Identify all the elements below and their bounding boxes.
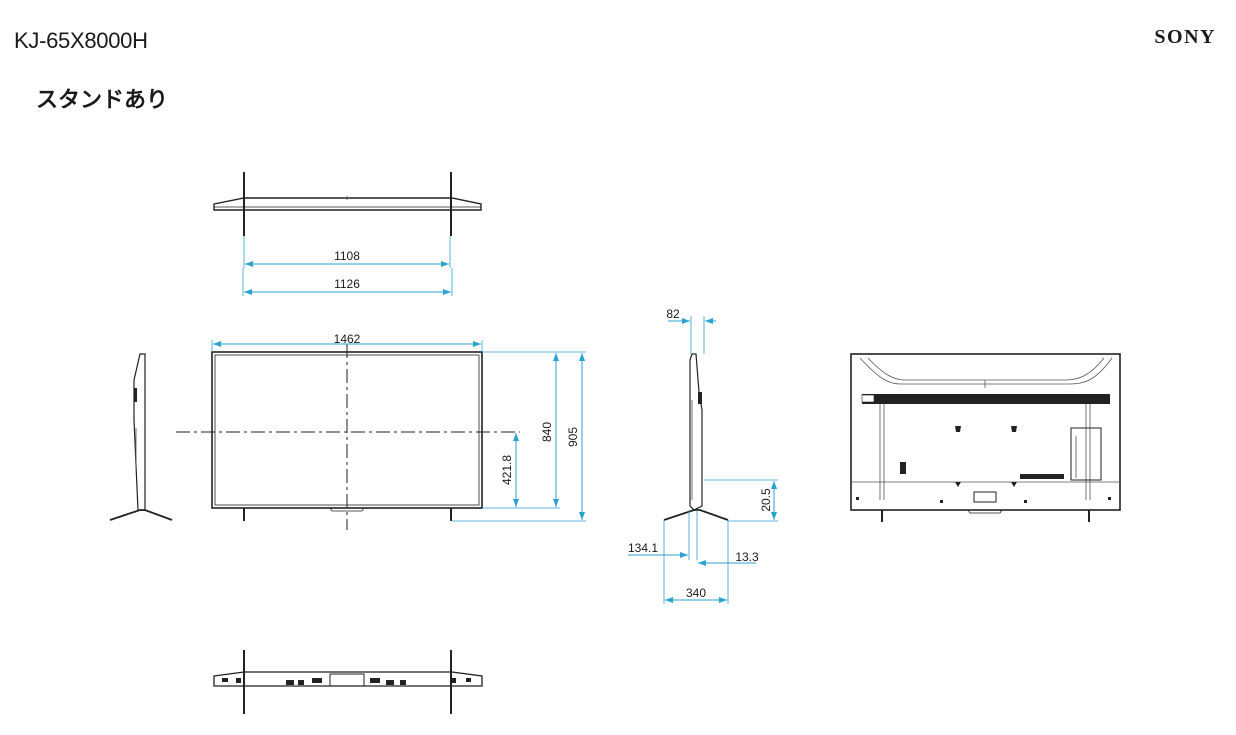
dim-label-421-8: 421.8 (500, 455, 514, 485)
model-number: KJ-65X8000H (14, 28, 148, 53)
dim-screen-height: 840 (482, 351, 586, 509)
dim-label-340: 340 (686, 586, 706, 600)
dim-label-20-5: 20.5 (759, 488, 773, 512)
dim-label-13-3: 13.3 (735, 550, 759, 564)
dim-label-1108: 1108 (334, 249, 360, 263)
dim-stand-offsets: 134.1 13.3 (628, 510, 759, 566)
dim-label-840: 840 (540, 422, 554, 442)
dim-label-1462: 1462 (334, 332, 361, 346)
dim-label-1126: 1126 (334, 277, 360, 291)
front-view (176, 344, 520, 530)
brand-logo: SONY (1154, 26, 1216, 48)
dim-label-82: 82 (666, 307, 680, 321)
dim-overall-height: 905 (452, 353, 586, 522)
dim-stand-outer: 1126 (242, 268, 453, 296)
dim-overall-width: 1462 (211, 332, 483, 352)
dim-label-134-1: 134.1 (628, 541, 658, 555)
rear-view (850, 353, 1121, 522)
dim-stand-depth: 340 (663, 520, 729, 604)
bottom-view (213, 650, 483, 714)
dim-panel-depth: 82 (666, 307, 716, 354)
dim-center-height: 421.8 (500, 433, 519, 507)
page-subtitle: スタンドあり (36, 88, 169, 113)
dim-label-905: 905 (566, 427, 580, 447)
left-side-view (109, 353, 173, 521)
dim-base-clearance: 20.5 (704, 479, 778, 522)
dim-stand-inner: 1108 (243, 236, 451, 268)
top-view (213, 172, 482, 236)
right-side-view (663, 353, 729, 521)
